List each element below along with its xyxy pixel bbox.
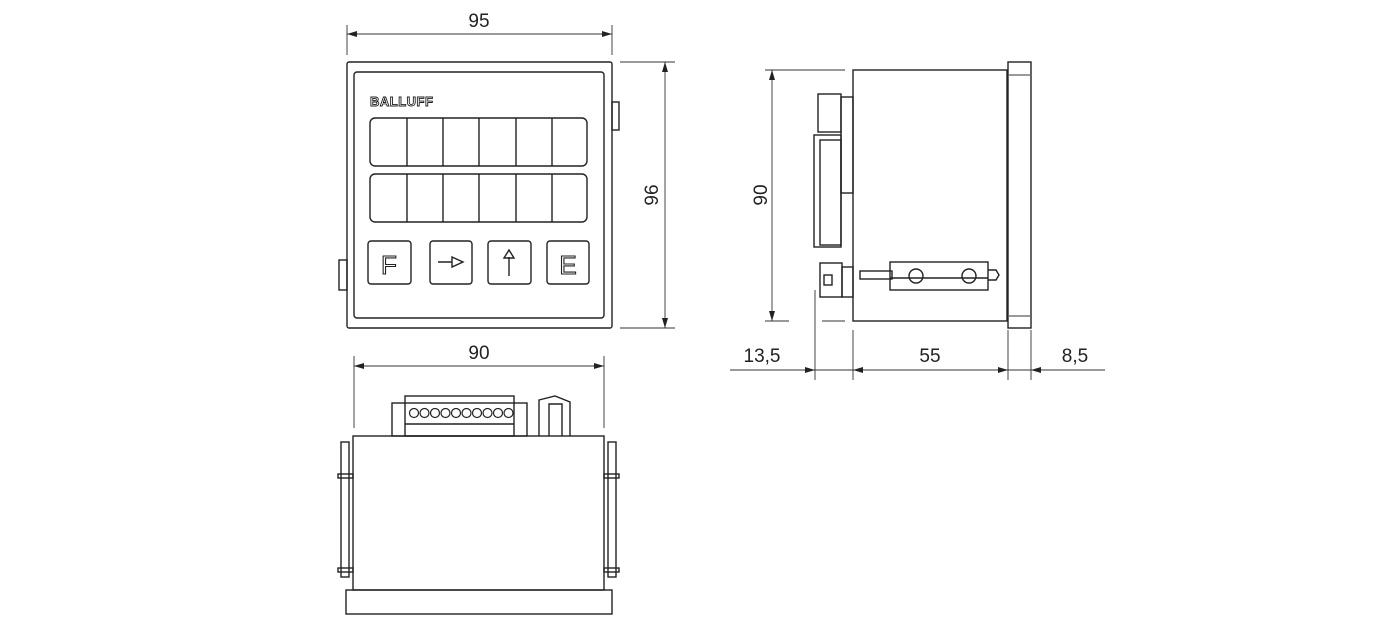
dim-bottom-width: 90 (468, 343, 489, 364)
side-view: 90 13,5 55 8,5 (730, 61, 1105, 380)
key-f: F (367, 240, 412, 285)
mounting-clip-left (337, 441, 354, 578)
key-right-arrow (429, 240, 473, 285)
rear-connectors (813, 93, 854, 298)
display-row-2 (369, 173, 588, 223)
dim-bezel-depth: 8,5 (1062, 346, 1088, 367)
front-view: BALLUFF F E 95 96 (338, 11, 675, 329)
dim-side-height: 90 (751, 184, 772, 205)
dim-front-width: 95 (468, 11, 489, 32)
mounting-clip (859, 261, 1000, 291)
display-row-1 (369, 117, 588, 167)
right-arrow-icon (438, 255, 465, 269)
up-arrow-icon (502, 248, 516, 276)
bottom-view: 90 (337, 343, 620, 615)
key-e: E (546, 240, 590, 285)
connector (538, 395, 571, 436)
balluff-logo: BALLUFF (370, 94, 433, 109)
terminal-block (391, 395, 528, 437)
svg-text:E: E (559, 250, 576, 280)
mounting-clip-right (603, 441, 620, 578)
svg-text:F: F (381, 250, 397, 280)
dim-body-depth: 55 (919, 346, 940, 367)
key-up-arrow (487, 240, 532, 285)
dim-connector-depth: 13,5 (744, 346, 781, 367)
dim-front-height: 96 (642, 184, 663, 205)
